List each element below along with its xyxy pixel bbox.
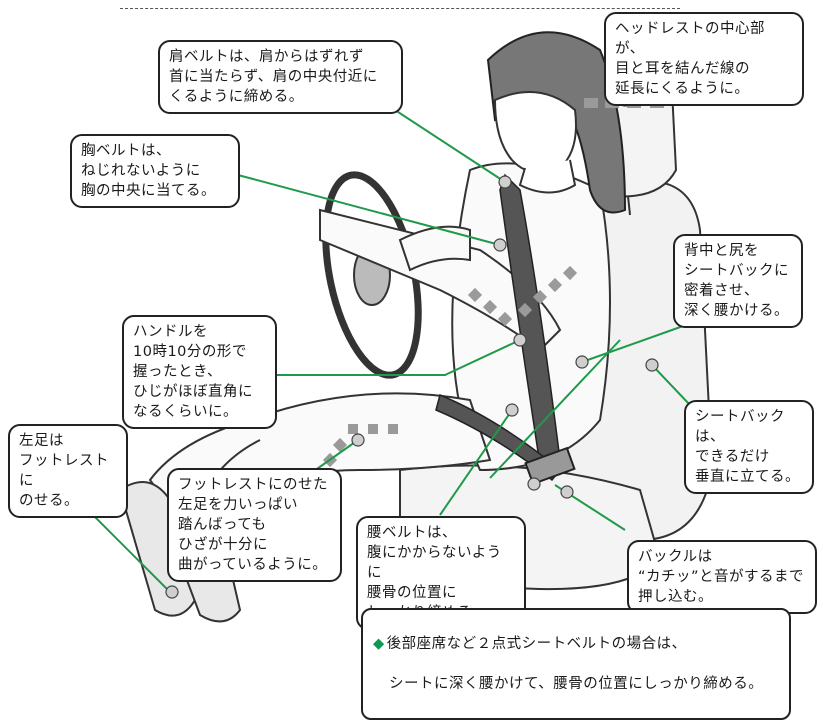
face	[493, 91, 577, 174]
lap-belt	[435, 393, 562, 482]
callout-handle: ハンドルを 10時10分の形で 握ったとき、 ひじがほぼ直角に なるくらいに。	[122, 315, 277, 429]
callout-chest-belt: 胸ベルトは、 ねじれないように 胸の中央に当てる。	[70, 134, 240, 208]
callout-left-foot: 左足は フットレストに のせる。	[8, 424, 128, 518]
buckle	[524, 446, 576, 486]
callout-headrest: ヘッドレストの中心部が、 目と耳を結んだ線の 延長にくるように。	[604, 12, 804, 106]
seatbelt-illustration: ヘッドレストの中心部が、 目と耳を結んだ線の 延長にくるように。 肩ベルトは、肩…	[8, 8, 817, 720]
callout-shoulder-belt: 肩ベルトは、肩からはずれず 首に当たらず、肩の中央付近に くるように締める。	[158, 40, 403, 114]
top-dashed-rule	[120, 8, 680, 9]
note-two-point-belt: ◆後部座席など２点式シートベルトの場合は、 シートに深く腰かけて、腰骨の位置にし…	[361, 608, 791, 720]
diamond-icon: ◆	[373, 636, 385, 652]
callout-footrest: フットレストにのせた 左足を力いっぱい 踏んばっても ひざが十分に 曲がっている…	[167, 468, 342, 582]
callout-back-hip: 背中と尻を シートバックに 密着させ、 深く腰かける。	[673, 234, 803, 328]
callout-buckle: バックルは “カチッ”と音がするまで 押し込む。	[627, 540, 817, 614]
callout-seatback: シートバックは、 できるだけ 垂直に立てる。	[684, 400, 814, 494]
